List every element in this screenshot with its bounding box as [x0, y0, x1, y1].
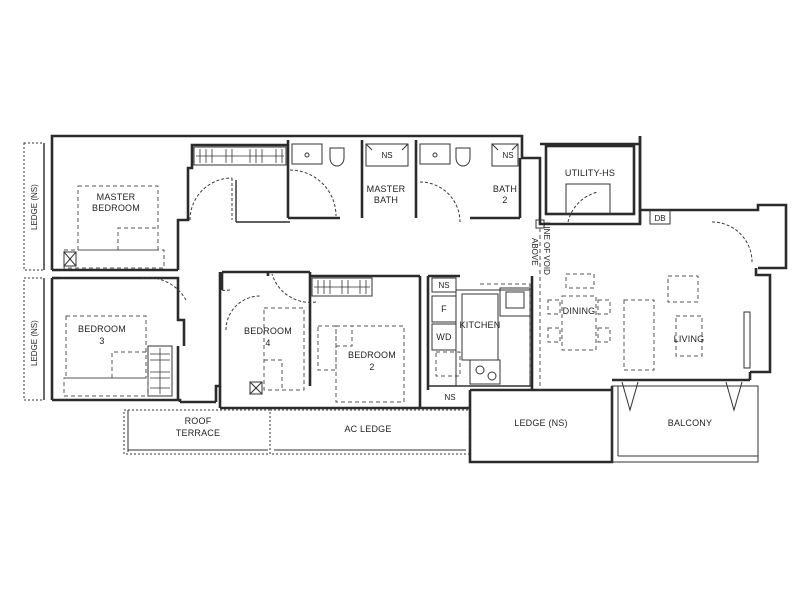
master-bed [63, 185, 165, 269]
ledge-left-bottom [23, 277, 45, 401]
bedroom2-bed [317, 325, 405, 403]
bedroom2-wardrobe [311, 277, 373, 297]
roof-terrace-label-2: TERRACE [176, 428, 220, 438]
doors [141, 169, 753, 331]
internal-walls [60, 140, 671, 408]
bath2-label-1: BATH [493, 184, 517, 194]
kitchen-fixtures [431, 277, 531, 387]
kitchen-label: KITCHEN [460, 320, 501, 330]
ac-ledge-label: AC LEDGE [344, 424, 391, 434]
living-set [623, 275, 751, 371]
roof-terrace-label-1: ROOF [185, 416, 212, 426]
master-bath-label-2: BATH [374, 195, 398, 205]
bedroom4-bed [249, 307, 305, 395]
bedroom3-label-2: 3 [99, 336, 104, 346]
bath2-fixtures [419, 143, 519, 167]
master-bath-label-1: MASTER [367, 184, 406, 194]
ns-master-shower: NS [381, 151, 392, 160]
bedroom4-label-2: 4 [265, 338, 270, 348]
ac-ledge [269, 409, 471, 455]
master-bedroom-label-2: BEDROOM [92, 203, 140, 213]
bedroom3-label-1: BEDROOM [78, 324, 126, 334]
master-bedroom-label-1: MASTER [97, 192, 136, 202]
bedroom2-label-1: BEDROOM [348, 350, 396, 360]
ns-bottom: NS [444, 393, 455, 402]
bedroom3-bed [63, 315, 149, 397]
utility-room [544, 144, 636, 216]
ledge-left-top-label: LEDGE (NS) [30, 184, 39, 230]
washer-dryer-label: WD [436, 332, 452, 342]
bedroom4-label-1: BEDROOM [244, 326, 292, 336]
dining-set [547, 273, 611, 351]
living-label: LIVING [674, 334, 705, 344]
fridge-label: F [441, 304, 447, 314]
bath2-label-2: 2 [502, 195, 507, 205]
bedroom2-label-2: 2 [369, 362, 374, 372]
ledge-bottom-label: LEDGE (NS) [514, 418, 568, 428]
utility-label: UTILITY-HS [565, 168, 615, 178]
bedroom3-wardrobe [150, 348, 170, 394]
ledge-left-bottom-label: LEDGE (NS) [30, 320, 39, 366]
dining-label: DINING [563, 306, 596, 316]
ledge-left-top [23, 142, 45, 271]
balcony-label: BALCONY [668, 418, 712, 428]
void-line-label-1: LINE OF VOID [542, 222, 551, 275]
void-line-label-2: ABOVE [530, 238, 539, 266]
master-wardrobe [193, 146, 287, 166]
db-label: DB [654, 214, 665, 223]
master-bath-fixtures [291, 143, 409, 167]
ns-kitchen: NS [438, 281, 449, 290]
ns-bath2-shower: NS [502, 151, 513, 160]
balcony [611, 381, 759, 463]
